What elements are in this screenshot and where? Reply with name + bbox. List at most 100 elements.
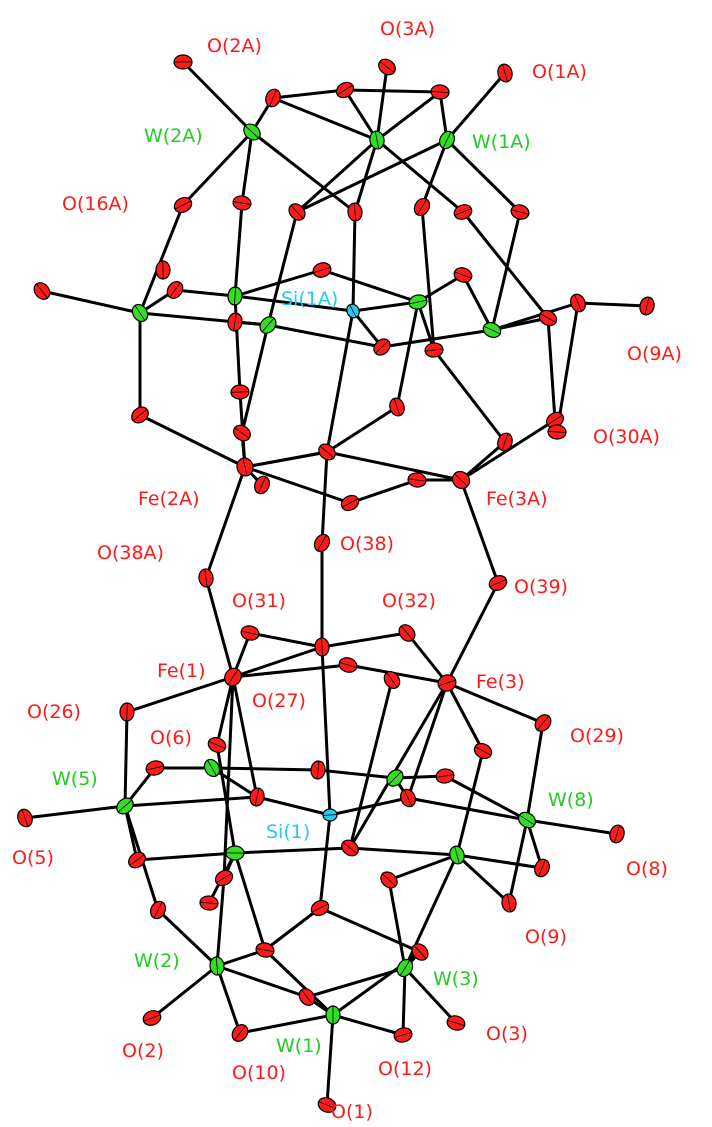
- bond-x4-x5: [455, 853, 544, 870]
- bond-v7-W8: [406, 796, 529, 822]
- ellipsoid-axis-tA2: [337, 84, 353, 96]
- bond-x2-x3: [233, 846, 352, 855]
- ellipsoid-axis-s5: [501, 433, 509, 451]
- ellipsoid-axis-s2: [230, 391, 250, 393]
- ellipsoid-axis-b3: [353, 203, 357, 221]
- ellipsoid-axis-y1: [216, 873, 232, 883]
- bond-Fe2A-t1: [243, 465, 352, 505]
- bond-W2-O10: [215, 964, 242, 1035]
- label-O12: O(12): [378, 1058, 432, 1080]
- bond-b2-WA4: [266, 210, 299, 327]
- bond-x3-x4: [348, 846, 459, 857]
- label-Fe3A: Fe(3A): [486, 488, 548, 510]
- ellipsoid-axis-W3: [399, 960, 411, 976]
- bond-Si1A-r2: [351, 309, 384, 349]
- bond-O12-W3: [401, 966, 407, 1037]
- ellipsoid-axis-v3: [316, 761, 320, 779]
- bond-Fe3-O29: [445, 681, 545, 725]
- bond-Fe3-v6: [445, 681, 485, 753]
- ellipsoid-axis-s1: [132, 409, 148, 421]
- ellipsoid-axis-v2: [207, 760, 217, 776]
- ellipsoid-axis-O38A: [204, 569, 208, 587]
- bond-mid-O38: [320, 450, 329, 545]
- bond-W2A-b1: [240, 130, 254, 205]
- label-O29: O(29): [570, 725, 624, 747]
- bond-W1-O12: [331, 1013, 405, 1037]
- bond-W8-O8: [525, 818, 619, 836]
- bond-Wc-tA2: [343, 88, 379, 142]
- bond-WA3-s2: [233, 294, 242, 394]
- bond-x2-z3: [233, 851, 267, 952]
- atom-ellipsoids: [17, 54, 655, 1113]
- ellipsoid-axis-Fe1: [227, 669, 239, 685]
- label-O30A: O(30A): [593, 426, 660, 448]
- bond-O29-W8: [525, 721, 545, 822]
- bond-WA4-r2: [266, 323, 384, 349]
- ellipsoid-axis-W2: [215, 956, 219, 976]
- ellipsoid-axis-O9: [507, 894, 511, 912]
- ellipsoid-axis-O8: [613, 825, 621, 843]
- ellipsoid-axis-O26: [126, 702, 128, 722]
- label-O16A: O(16A): [62, 193, 129, 215]
- bond-m2-O32: [320, 631, 409, 649]
- label-W1A: W(1A): [472, 131, 531, 153]
- ellipsoid-axis-O5: [21, 809, 29, 827]
- bond-y3-W3: [387, 878, 407, 970]
- bond-Fe3A-O39: [459, 478, 500, 585]
- ellipsoid-axis-r5: [574, 294, 582, 312]
- ellipsoid-axis-q4: [454, 271, 472, 279]
- ellipsoid-axis-O29: [537, 715, 549, 731]
- label-O1A: O(1A): [532, 61, 587, 83]
- ellipsoid-axis-y2: [200, 901, 218, 905]
- ellipsoid-axis-b2: [290, 205, 304, 219]
- label-O38: O(38): [340, 533, 394, 555]
- ellipsoid-axis-Si1A: [349, 304, 357, 318]
- label-W2A: W(2A): [144, 125, 203, 147]
- label-Fe1: Fe(1): [157, 660, 206, 682]
- ellipsoid-axis-b5: [454, 208, 472, 216]
- bond-O10-W1: [238, 1013, 335, 1035]
- bond-Fe2A-O38A: [204, 465, 247, 580]
- label-Si1A: Si(1A): [281, 288, 338, 310]
- bond-q4-WA6: [461, 273, 494, 332]
- label-Fe3: Fe(3): [476, 671, 525, 693]
- bond-WA3-Si1A: [233, 294, 355, 313]
- ellipsoid-axis-O1: [318, 1101, 336, 1109]
- ellipsoid-axis-O6: [146, 765, 164, 771]
- ellipsoid-axis-x1: [129, 854, 145, 866]
- ellipsoid-axis-O32: [400, 625, 414, 641]
- bond-Fe1-O26: [125, 675, 235, 714]
- ellipsoid-axis-v5: [436, 774, 454, 778]
- bond-v3-v4: [316, 768, 397, 780]
- bond-Wc-b3: [353, 138, 379, 214]
- bond-Fe1-v8: [231, 675, 259, 799]
- bond-O44-WL: [40, 289, 142, 315]
- bond-Si1A-mid: [325, 309, 355, 454]
- ellipsoid-axis-Wc: [374, 131, 380, 149]
- bond-b4-r3: [420, 205, 436, 352]
- bond-mid-Fe3A: [325, 450, 463, 482]
- label-Fe2A: Fe(2A): [138, 488, 200, 510]
- ellipsoid-axis-x5: [538, 859, 546, 877]
- bond-z3-W1: [263, 948, 335, 1017]
- label-O32: O(32): [382, 590, 436, 612]
- label-W2: W(2): [134, 950, 180, 972]
- ellipsoid-axis-Fe3: [438, 679, 456, 687]
- ellipsoid-axis-u1: [386, 672, 398, 688]
- ellipsoid-axis-b4: [417, 199, 427, 215]
- bond-Si1-v7: [328, 796, 410, 817]
- bond-Fe3-v7: [406, 681, 449, 800]
- bond-r3-s5: [432, 348, 507, 444]
- ellipsoid-axis-O27: [339, 661, 357, 669]
- bond-W2A-b3: [250, 130, 357, 214]
- bond-tA2-tA3: [343, 88, 442, 94]
- bond-W1A-b2: [295, 138, 449, 214]
- ellipsoid-axis-tA1: [269, 89, 277, 107]
- label-O3A: O(3A): [380, 18, 435, 40]
- bond-s1-Fe2A: [138, 413, 247, 469]
- bond-v5-W8: [443, 774, 529, 822]
- bond-x4-y3: [387, 853, 459, 882]
- ellipsoid-axis-v7: [403, 789, 413, 807]
- bond-tA3-Wc: [375, 90, 442, 142]
- bond-Fe3-x3: [348, 681, 449, 850]
